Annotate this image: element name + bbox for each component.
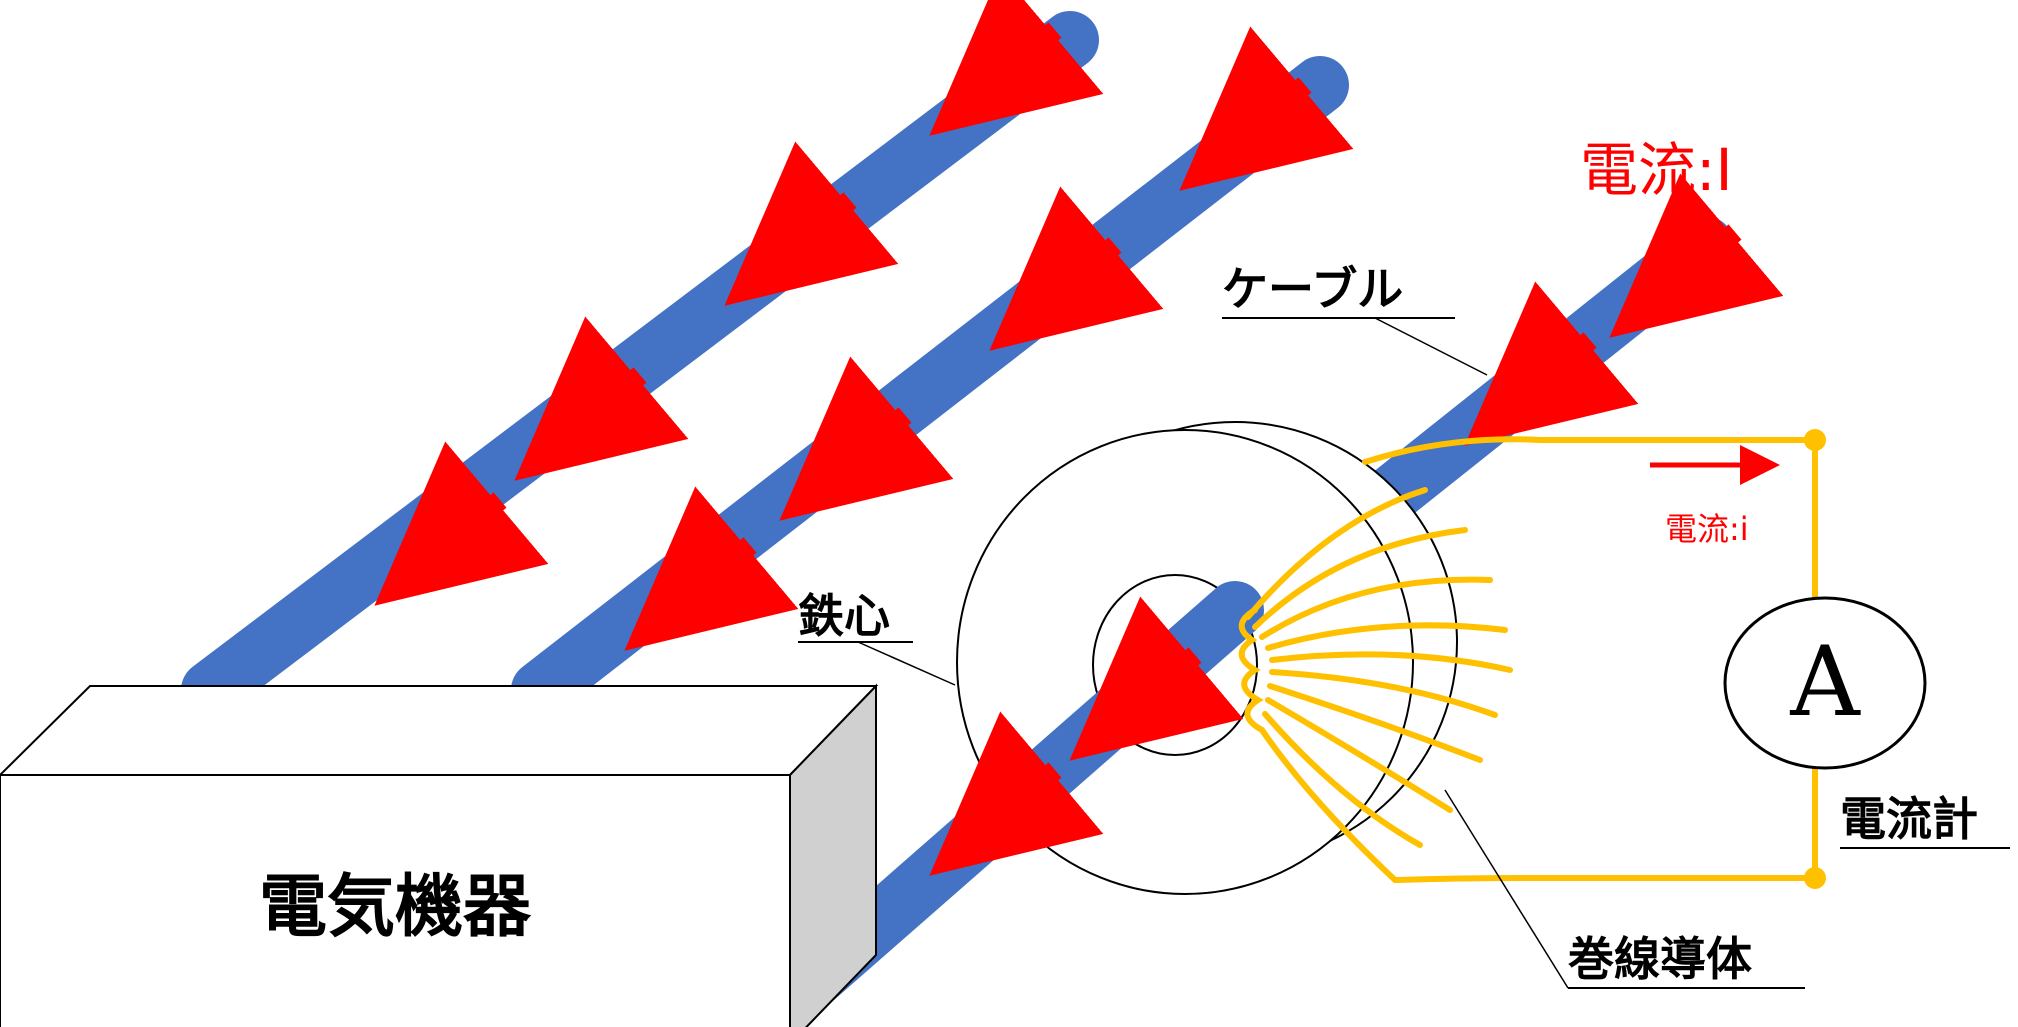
electrical-device: 電気機器 <box>0 683 879 1027</box>
cable-3-near-arrows <box>929 596 1244 876</box>
cable-1-current-arrows <box>374 0 1104 606</box>
current-arrow <box>1069 596 1244 761</box>
current-arrow <box>929 0 1104 136</box>
primary-current-label: 電流:I <box>1580 136 1733 204</box>
cable-2-current-arrows <box>624 26 1354 651</box>
current-arrow <box>624 486 799 651</box>
current-arrow <box>374 441 549 606</box>
device-label: 電気機器 <box>259 868 532 947</box>
ammeter-callout: 電流計 <box>1840 792 2010 849</box>
current-arrow <box>1179 26 1354 191</box>
current-arrow <box>514 316 689 481</box>
cable-label: ケーブル <box>1222 262 1403 316</box>
current-arrow <box>724 141 899 306</box>
winding-conductor <box>1238 436 1818 883</box>
cable-3-far-arrows <box>1464 173 1784 446</box>
ammeter-symbol: A <box>1789 626 1861 738</box>
current-arrow <box>989 186 1164 351</box>
core-callout: 鉄心 <box>798 589 956 686</box>
junction-dot <box>1804 429 1826 451</box>
ammeter <box>1723 596 1927 770</box>
current-arrow <box>929 711 1104 876</box>
winding-label: 巻線導体 <box>1568 932 1752 986</box>
ammeter-label: 電流計 <box>1840 792 1978 846</box>
secondary-current-label: 電流:i <box>1665 510 1749 548</box>
current-arrow <box>779 356 954 521</box>
current-arrow <box>1464 281 1639 446</box>
ammeter-circuit: A <box>1723 429 1927 889</box>
cable-callout: ケーブル <box>1222 262 1488 376</box>
core-label: 鉄心 <box>798 589 890 643</box>
current-arrow <box>1609 173 1784 338</box>
winding-callout: 巻線導体 <box>1444 789 1805 989</box>
junction-dot <box>1804 867 1826 889</box>
